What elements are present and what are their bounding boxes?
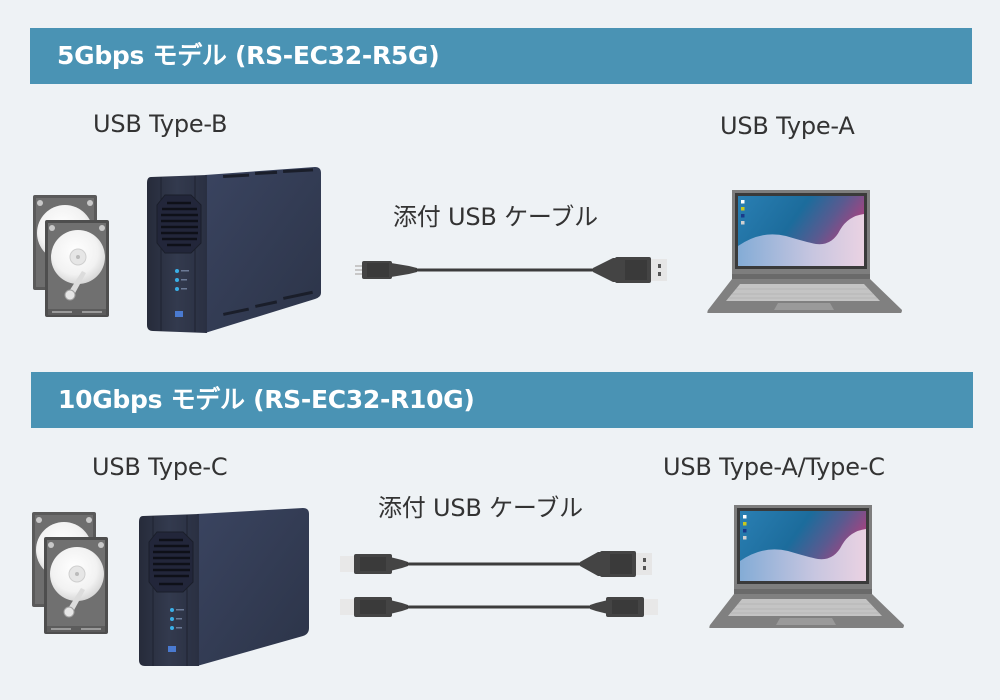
status-leds	[175, 269, 189, 291]
laptop-icon	[706, 188, 906, 313]
device-port-label: USB Type-B	[93, 110, 228, 138]
status-leds	[170, 608, 184, 630]
hard-disk-icon	[27, 512, 112, 637]
drive-enclosure-icon	[137, 506, 312, 668]
device-port-label: USB Type-C	[92, 453, 228, 481]
drive-enclosure-icon	[145, 165, 325, 335]
usb-cable-typec-to-typec	[340, 592, 660, 622]
cable-label: 添付 USB ケーブル	[378, 494, 583, 522]
host-port-label: USB Type-A/Type-C	[663, 453, 885, 481]
section-title: 5Gbps モデル (RS-EC32-R5G)	[57, 41, 440, 70]
hard-disk-icon	[28, 195, 113, 320]
section-title: 10Gbps モデル (RS-EC32-R10G)	[58, 385, 475, 414]
section-banner-10gbps: 10Gbps モデル (RS-EC32-R10G)	[31, 372, 973, 428]
laptop-icon	[708, 503, 908, 628]
cable-label: 添付 USB ケーブル	[393, 203, 598, 231]
section-banner-5gbps: 5Gbps モデル (RS-EC32-R5G)	[30, 28, 972, 84]
usb-cable-typeb-to-typea	[355, 252, 675, 288]
host-port-label: USB Type-A	[720, 112, 855, 140]
usb-cable-typec-to-typea	[340, 548, 660, 580]
